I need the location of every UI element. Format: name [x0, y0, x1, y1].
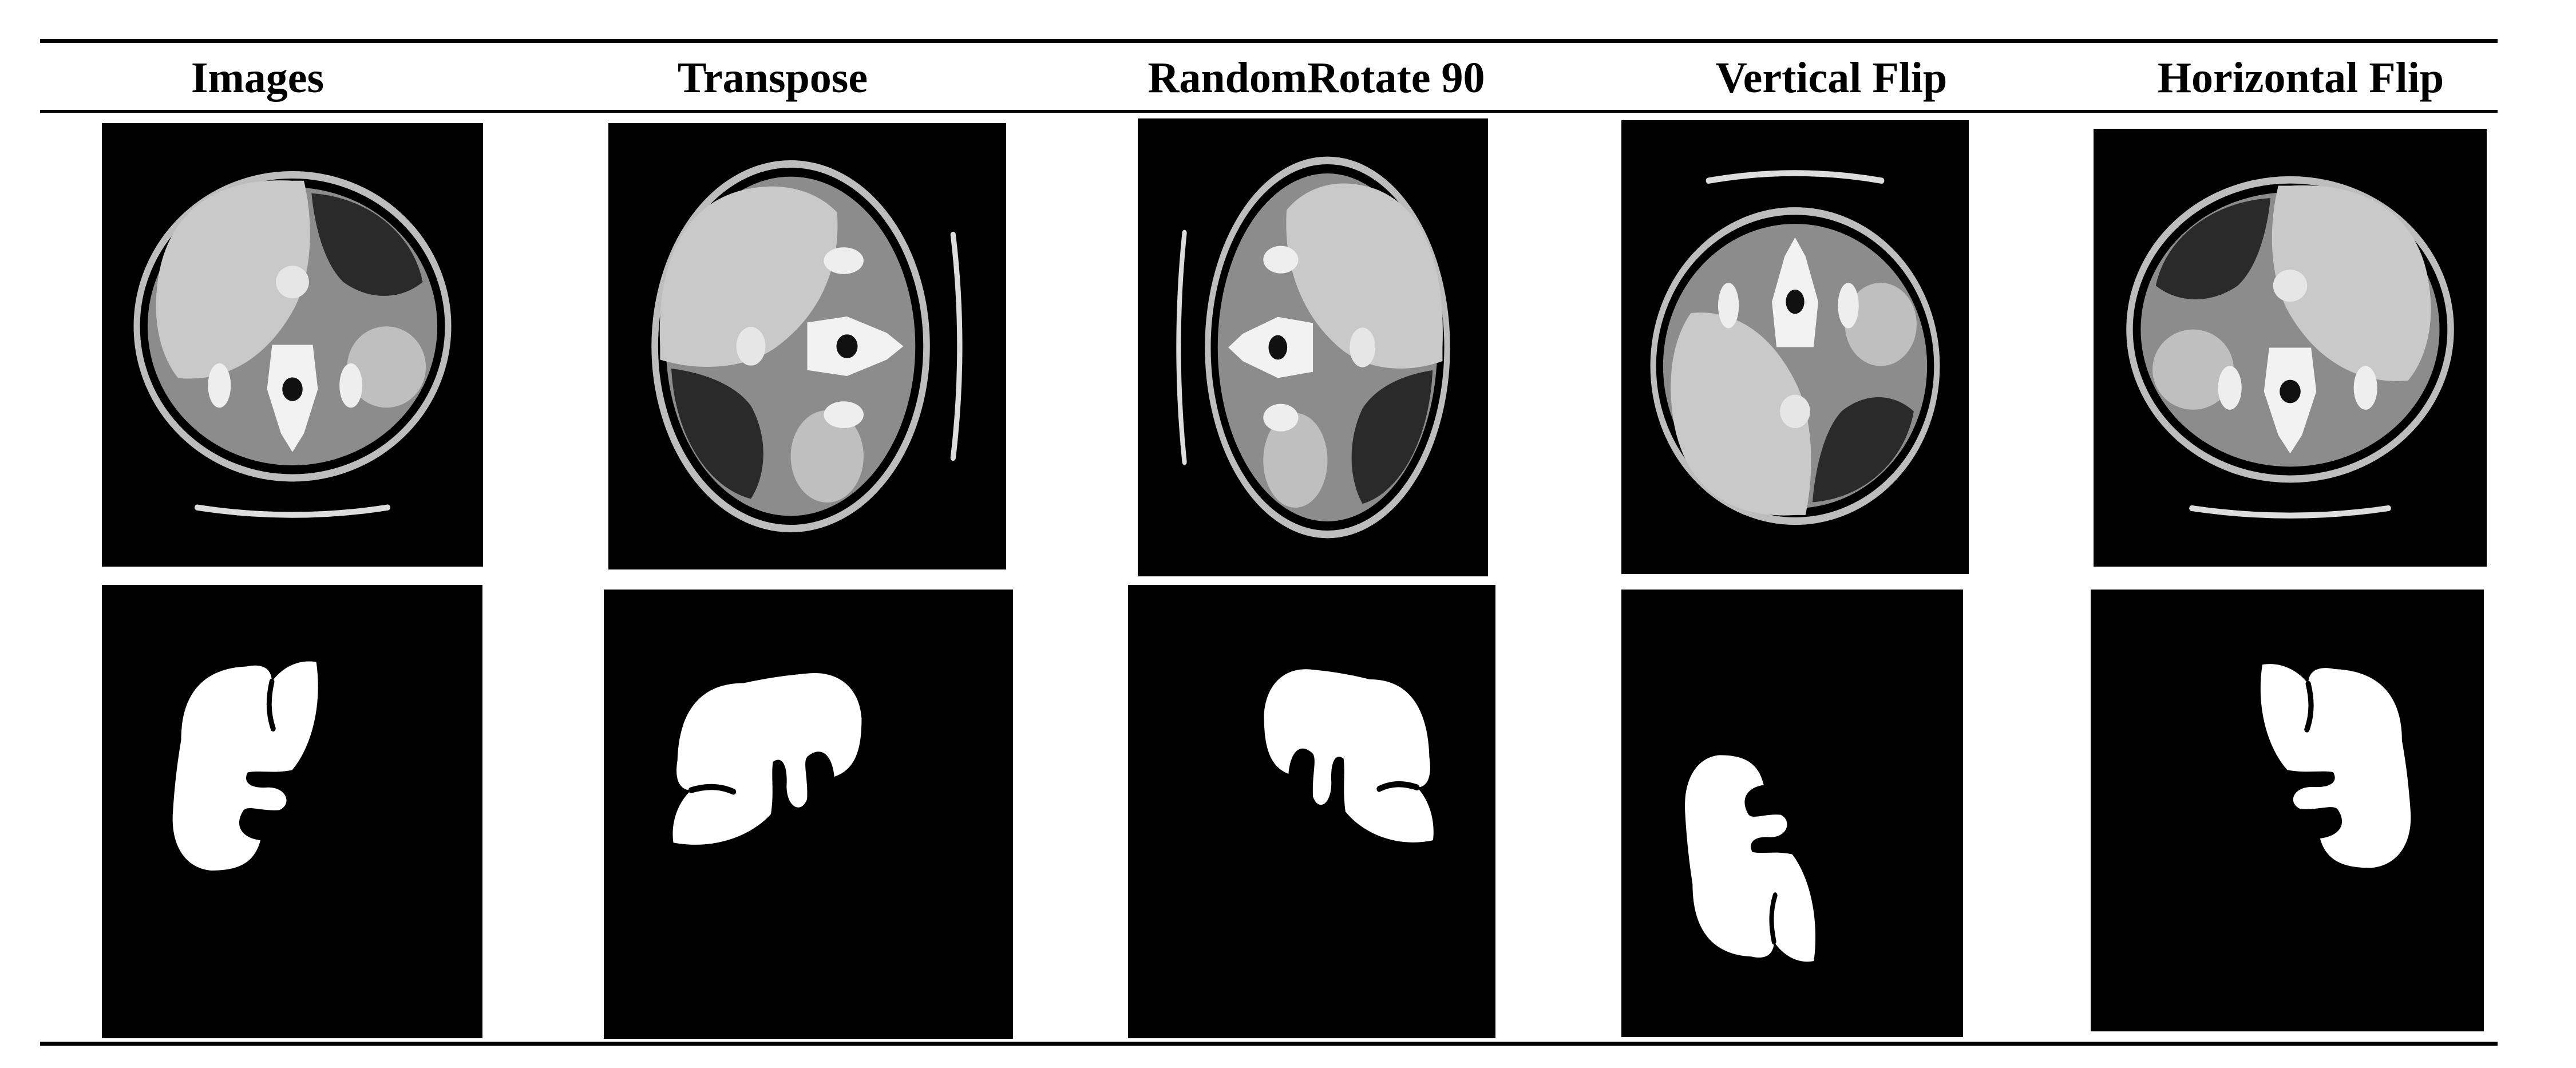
ct-image-vertical-flip — [1621, 120, 1969, 574]
mask-transpose — [604, 590, 1013, 1039]
header-randomrotate90: RandomRotate 90 — [1147, 53, 1485, 102]
header-rule — [40, 110, 2498, 113]
table-header: Images Transpose RandomRotate 90 Vertica… — [40, 46, 2498, 110]
mask-vertical-flip — [1621, 590, 1963, 1037]
ct-image-randomrotate90 — [1138, 118, 1488, 576]
ct-image-horizontal-flip — [2094, 129, 2487, 567]
mask-randomrotate90 — [1128, 585, 1495, 1038]
mask-horizontal-flip — [2091, 590, 2484, 1031]
ct-image-transpose — [608, 123, 1006, 569]
mask-original — [102, 585, 482, 1038]
header-vertical-flip: Vertical Flip — [1715, 53, 1948, 102]
bottom-rule — [40, 1042, 2498, 1046]
header-horizontal-flip: Horizontal Flip — [2157, 53, 2444, 102]
header-transpose: Transpose — [677, 53, 868, 102]
top-rule — [40, 39, 2498, 43]
header-images: Images — [191, 53, 325, 102]
ct-image-original — [102, 123, 483, 567]
